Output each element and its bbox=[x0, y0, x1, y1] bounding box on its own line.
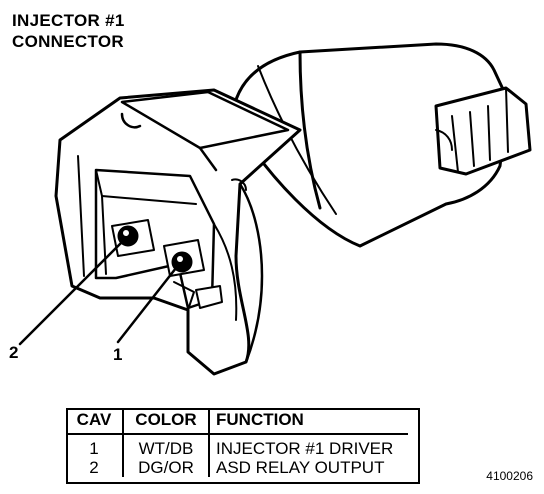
callout-pin-1: 1 bbox=[113, 345, 123, 364]
leader-line-pin-1 bbox=[116, 266, 178, 344]
connector-rear-body bbox=[230, 42, 510, 248]
pinout-table: CAV COLOR FUNCTION 1 WT/DB INJECTOR #1 D… bbox=[66, 408, 408, 477]
leader-line-pin-2 bbox=[18, 240, 124, 346]
title-line-2: CONNECTOR bbox=[12, 32, 124, 51]
table-row: 1 WT/DB INJECTOR #1 DRIVER bbox=[66, 434, 408, 458]
table-row: 2 DG/OR ASD RELAY OUTPUT bbox=[66, 458, 408, 477]
color-cell: WT/DB bbox=[122, 434, 209, 458]
connector-lock-tab bbox=[434, 86, 532, 176]
connector-front-shroud bbox=[54, 88, 302, 376]
header-function: FUNCTION bbox=[208, 408, 408, 435]
cavity-2 bbox=[111, 219, 155, 257]
color-cell: DG/OR bbox=[122, 458, 209, 477]
header-color: COLOR bbox=[122, 408, 209, 435]
callout-pin-2: 2 bbox=[9, 343, 19, 362]
cav-cell: 1 bbox=[89, 439, 99, 458]
table-header-row: CAV COLOR FUNCTION bbox=[66, 408, 408, 435]
function-cell: ASD RELAY OUTPUT bbox=[208, 458, 408, 477]
diagram-title: INJECTOR #1 CONNECTOR bbox=[12, 10, 125, 52]
title-line-1: INJECTOR #1 bbox=[12, 11, 125, 30]
function-cell: INJECTOR #1 DRIVER bbox=[208, 434, 408, 458]
cavity-1 bbox=[163, 239, 205, 277]
figure-id: 4100206 bbox=[486, 469, 533, 483]
header-cav: CAV bbox=[66, 408, 123, 435]
cav-cell: 2 bbox=[89, 458, 99, 477]
